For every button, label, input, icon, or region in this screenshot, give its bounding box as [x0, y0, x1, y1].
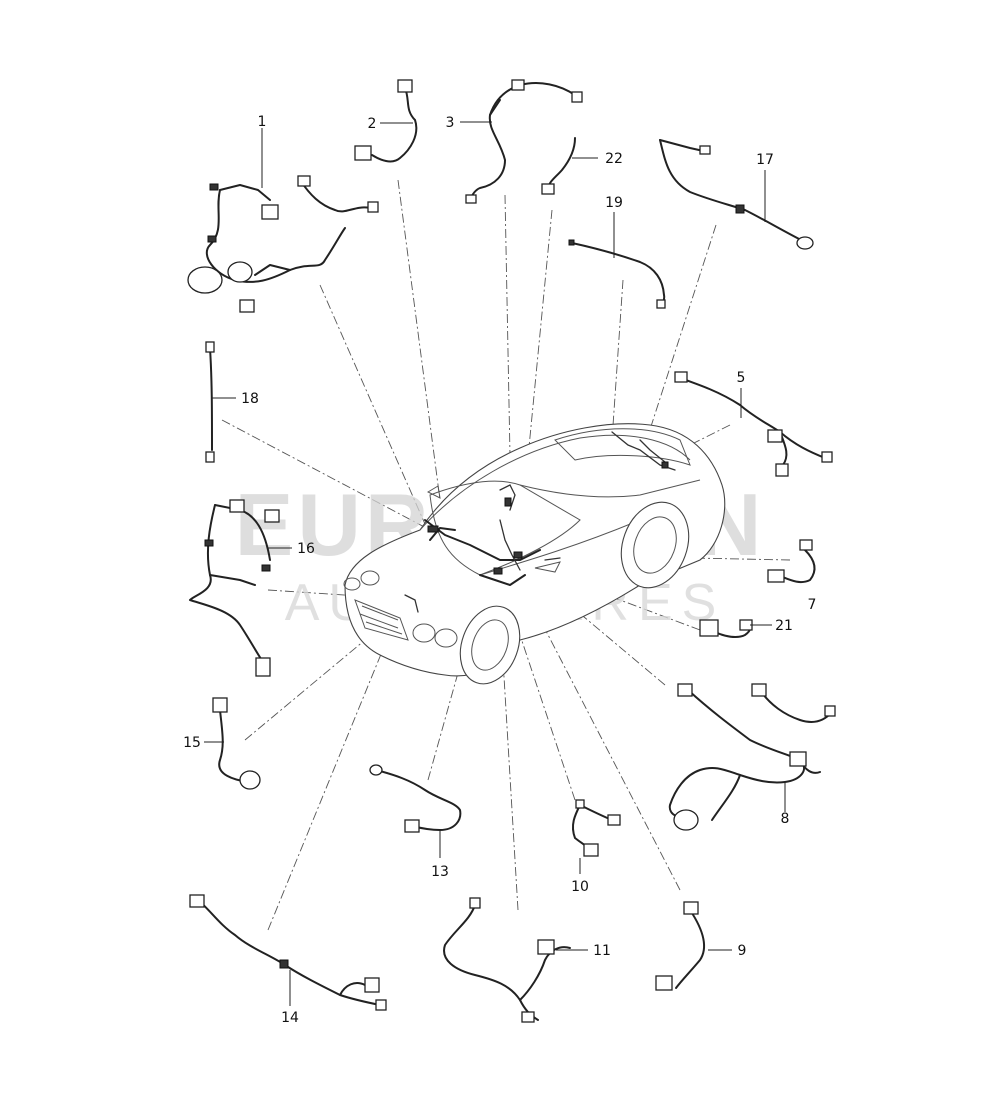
harness-part-19: [568, 212, 666, 309]
harness-part-13: [369, 764, 462, 858]
callout-labels: 1 2 3 22 17 19 18 5 16 7 21 15 8 13 10 1…: [183, 114, 816, 1026]
harness-part-15: [204, 697, 261, 790]
harness-part-10: [571, 799, 621, 874]
harness-part-16: [189, 499, 292, 677]
harness-part-2: [354, 79, 418, 163]
harness-part-1: [187, 128, 379, 313]
callout-15: 15: [183, 735, 201, 751]
callout-11: 11: [593, 943, 611, 959]
callout-2: 2: [368, 116, 377, 132]
callout-14: 14: [281, 1010, 299, 1026]
callout-3: 3: [446, 115, 455, 131]
callout-8: 8: [781, 811, 790, 827]
harness-part-7: [767, 539, 816, 584]
car-illustration: [343, 423, 726, 685]
callout-17: 17: [756, 152, 774, 168]
harness-part-18: [205, 341, 236, 463]
harness-part-14: [189, 894, 387, 1011]
harness-part-8: [668, 683, 836, 831]
harness-part-21: [699, 619, 772, 638]
callout-10: 10: [571, 879, 589, 895]
harness-part-3: [460, 79, 583, 204]
harness-part-9: [655, 901, 732, 991]
callout-16: 16: [297, 541, 315, 557]
callout-18: 18: [241, 391, 259, 407]
callout-5: 5: [737, 370, 746, 386]
harness-part-22: [541, 137, 598, 195]
harness-part-17: [659, 139, 814, 250]
harness-part-5: [674, 371, 833, 477]
callout-19: 19: [605, 195, 623, 211]
harness-part-11: [443, 897, 588, 1023]
callout-21: 21: [775, 618, 793, 634]
callout-13: 13: [431, 864, 449, 880]
callout-9: 9: [738, 943, 747, 959]
callout-1: 1: [258, 114, 267, 130]
callout-22: 22: [605, 151, 623, 167]
car-internal-harness: [404, 431, 676, 613]
callout-7: 7: [808, 597, 817, 613]
